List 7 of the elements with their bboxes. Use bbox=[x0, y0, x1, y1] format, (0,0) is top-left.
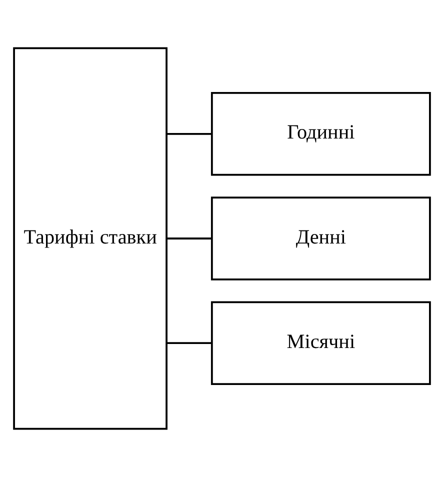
node-box: Місячні bbox=[210, 301, 430, 386]
node-box: Годинні bbox=[210, 92, 430, 176]
node-box: Тарифні ставки bbox=[12, 47, 167, 430]
node-box: Денні bbox=[210, 196, 430, 280]
connector bbox=[166, 132, 212, 135]
connector bbox=[166, 238, 212, 240]
connector bbox=[166, 342, 212, 344]
